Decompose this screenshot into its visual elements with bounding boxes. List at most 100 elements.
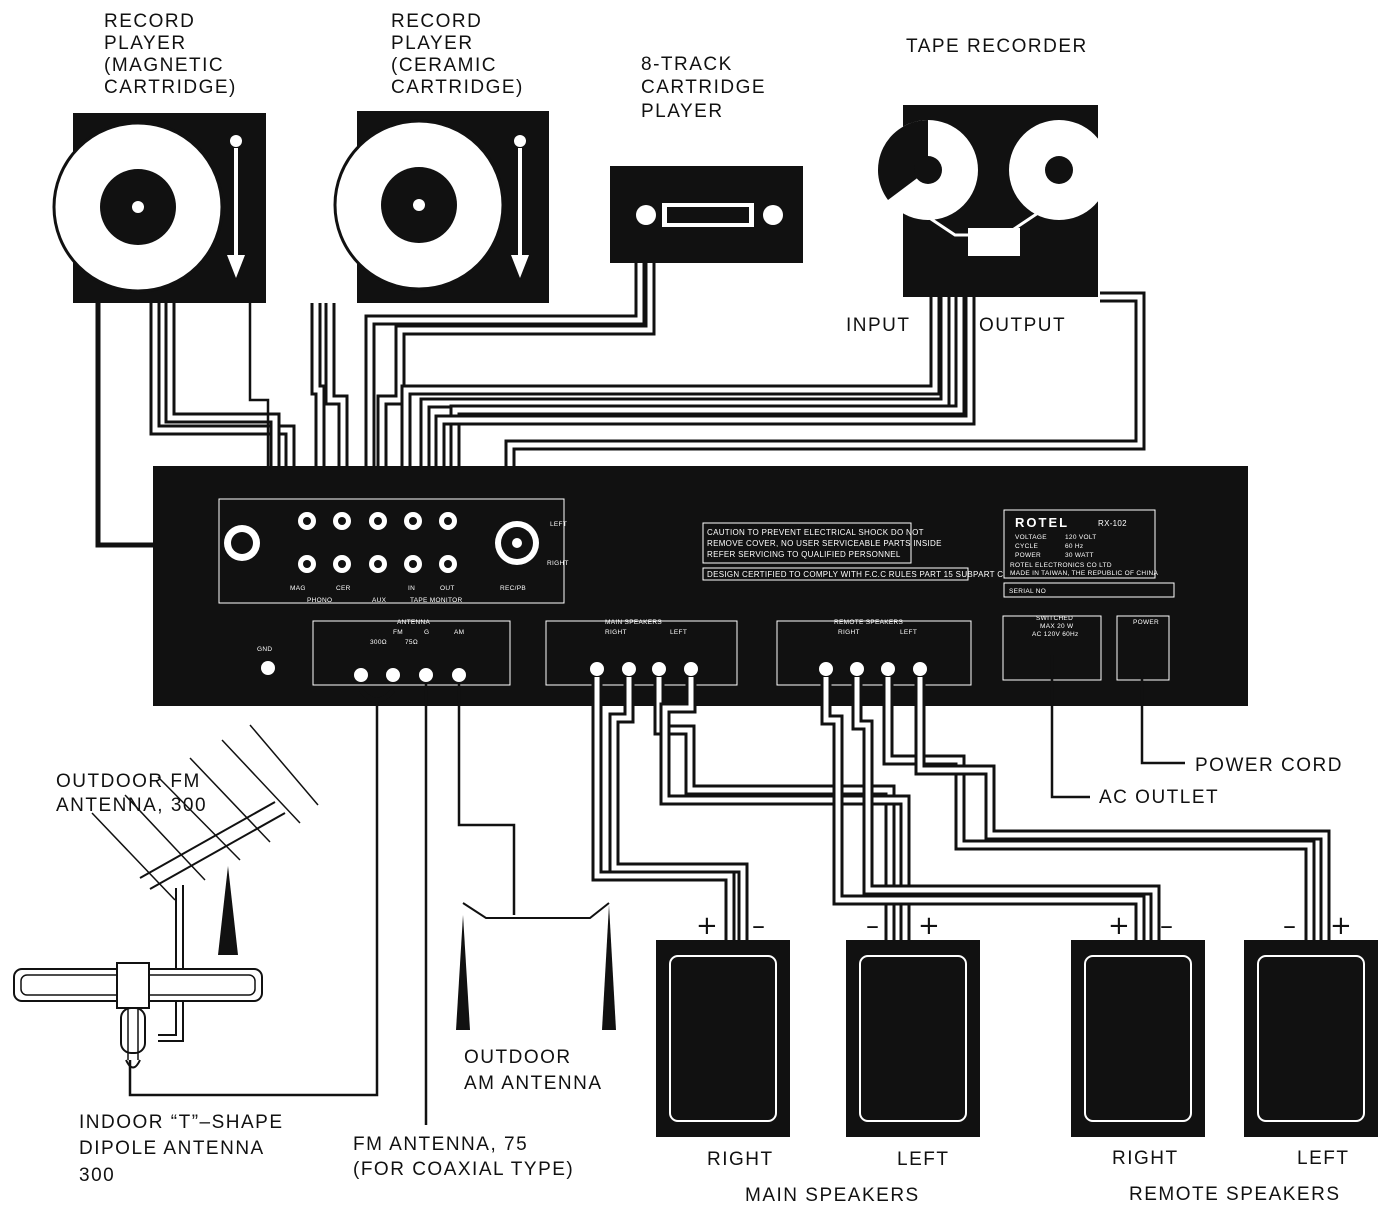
jack-label-left: LEFT (550, 521, 567, 528)
input-jacks (296, 510, 539, 575)
wire-am (457, 683, 516, 915)
jack-label-mag: MAG (290, 585, 306, 592)
jack-label-out: OUT (440, 585, 455, 592)
jack-label-phono: PHONO (307, 597, 332, 604)
tape-recorder (878, 105, 1109, 297)
svg-text:RX-102: RX-102 (1098, 519, 1127, 528)
svg-text:8-TRACK: 8-TRACK (641, 54, 733, 75)
jack-label-cer: CER (336, 585, 351, 592)
speaker-remote-right (1071, 940, 1205, 1137)
jack-label-tape-monitor: TAPE MONITOR (410, 597, 462, 604)
label-tape-recorder: TAPE RECORDER (906, 36, 1088, 57)
speaker-main-left (846, 940, 980, 1137)
label-speaker-main-right: RIGHT (707, 1149, 774, 1170)
label-record-player-magnetic: RECORD PLAYER (MAGNETIC CARTRIDGE) (104, 11, 237, 98)
svg-text:CARTRIDGE): CARTRIDGE) (104, 77, 237, 98)
label-outdoor-am: OUTDOOR AM ANTENNA (464, 1047, 603, 1094)
svg-text:PLAYER: PLAYER (391, 33, 474, 54)
label-main-speakers: MAIN SPEAKERS (745, 1185, 920, 1206)
polarity-plus: + (1108, 911, 1130, 941)
svg-text:75Ω: 75Ω (405, 639, 418, 646)
svg-text:OUTDOOR: OUTDOOR (464, 1047, 572, 1068)
svg-text:(FOR COAXIAL TYPE): (FOR COAXIAL TYPE) (353, 1159, 574, 1180)
spec-plate: ROTEL RX-102 VOLTAGE CYCLE POWER 120 VOL… (1003, 509, 1175, 598)
svg-text:LEFT: LEFT (900, 629, 917, 636)
label-tape-input: INPUT (846, 315, 911, 336)
jack-label-gnd: GND (257, 646, 272, 653)
svg-text:SERIAL NO: SERIAL NO (1009, 588, 1046, 595)
svg-text:POWER: POWER (1133, 619, 1159, 626)
svg-text:INDOOR “T”–SHAPE: INDOOR “T”–SHAPE (79, 1112, 284, 1133)
svg-text:AC 120V 60Hz: AC 120V 60Hz (1032, 631, 1079, 638)
label-record-player-ceramic: RECORD PLAYER (CERAMIC CARTRIDGE) (391, 11, 524, 98)
remote-speaker-terminals: REMOTE SPEAKERS RIGHT LEFT (776, 619, 972, 686)
wire-ac-outlet (1050, 655, 1090, 799)
svg-text:ROTEL ELECTRONICS CO LTD: ROTEL ELECTRONICS CO LTD (1010, 562, 1112, 569)
svg-text:VOLTAGE: VOLTAGE (1015, 534, 1047, 541)
wire-fm-300 (128, 688, 395, 1097)
svg-text:CARTRIDGE: CARTRIDGE (641, 77, 766, 98)
svg-text:DIPOLE ANTENNA: DIPOLE ANTENNA (79, 1138, 265, 1159)
label-power-cord: POWER CORD (1195, 755, 1343, 776)
speaker-main-right (656, 940, 790, 1137)
jack-label-aux: AUX (372, 597, 387, 604)
wire-power-cord (1140, 670, 1185, 765)
polarity-plus: + (696, 911, 718, 941)
jack-label-in: IN (408, 585, 415, 592)
svg-text:FM ANTENNA, 75: FM ANTENNA, 75 (353, 1134, 528, 1155)
jack-label-recpb: REC/PB (500, 585, 526, 592)
outdoor-am-antenna-icon (456, 902, 616, 1030)
label-ac-outlet: AC OUTLET (1099, 787, 1219, 808)
svg-text:MAIN SPEAKERS: MAIN SPEAKERS (605, 619, 662, 626)
label-indoor-t: INDOOR “T”–SHAPE DIPOLE ANTENNA 300 (79, 1112, 284, 1186)
svg-text:(MAGNETIC: (MAGNETIC (104, 55, 224, 76)
label-speaker-remote-left: LEFT (1297, 1148, 1349, 1169)
record-player-ceramic (333, 111, 549, 303)
polarity-minus: – (866, 911, 879, 941)
wires-main-speakers (591, 677, 911, 940)
caution-block: CAUTION TO PREVENT ELECTRICAL SHOCK DO N… (702, 522, 1003, 581)
svg-text:CARTRIDGE): CARTRIDGE) (391, 77, 524, 98)
label-speaker-main-left: LEFT (897, 1149, 949, 1170)
svg-text:120 VOLT: 120 VOLT (1065, 534, 1097, 541)
svg-text:FM: FM (393, 629, 403, 636)
svg-text:30 WATT: 30 WATT (1065, 552, 1094, 559)
speaker-remote-left (1244, 940, 1378, 1137)
jack-label-right: RIGHT (547, 560, 569, 567)
svg-text:SWITCHED: SWITCHED (1036, 615, 1073, 622)
label-tape-output: OUTPUT (979, 315, 1066, 336)
polarity-minus: – (1160, 911, 1173, 941)
antenna-terminals: ANTENNA FM G AM 300Ω 75Ω (312, 619, 511, 686)
svg-text:PLAYER: PLAYER (104, 33, 187, 54)
outdoor-fm-antenna-icon (91, 724, 319, 1042)
svg-text:DESIGN CERTIFIED TO COMPLY WIT: DESIGN CERTIFIED TO COMPLY WITH F.C.C RU… (707, 570, 1003, 579)
svg-text:REFER SERVICING TO QUALIFIED P: REFER SERVICING TO QUALIFIED PERSONNEL (707, 550, 901, 559)
svg-text:RIGHT: RIGHT (838, 629, 860, 636)
svg-text:CYCLE: CYCLE (1015, 543, 1039, 550)
svg-text:G: G (424, 629, 429, 636)
svg-text:AM ANTENNA: AM ANTENNA (464, 1073, 603, 1094)
svg-text:OUTDOOR FM: OUTDOOR FM (56, 771, 201, 792)
polarity-plus: + (918, 911, 940, 941)
receiver-rear-panel: MAG CER IN OUT REC/PB PHONO AUX TAPE MON… (153, 466, 1248, 706)
svg-text:PLAYER: PLAYER (641, 101, 724, 122)
svg-text:LEFT: LEFT (670, 629, 687, 636)
ground-terminal (261, 661, 275, 675)
eight-track-player (610, 166, 803, 263)
svg-text:CAUTION TO PREVENT ELECTRICAL: CAUTION TO PREVENT ELECTRICAL SHOCK DO N… (707, 528, 924, 537)
svg-text:ANTENNA: ANTENNA (397, 619, 431, 626)
svg-text:MADE IN TAIWAN, THE REPUBLIC O: MADE IN TAIWAN, THE REPUBLIC OF CHINA (1010, 570, 1158, 577)
svg-text:RECORD: RECORD (104, 11, 195, 32)
svg-text:MAX 20 W: MAX 20 W (1040, 623, 1074, 630)
polarity-minus: – (1283, 911, 1296, 941)
svg-text:RIGHT: RIGHT (605, 629, 627, 636)
label-fm-75: FM ANTENNA, 75 (FOR COAXIAL TYPE) (353, 1134, 574, 1180)
label-speaker-remote-right: RIGHT (1112, 1148, 1179, 1169)
polarity-minus: – (752, 911, 765, 941)
label-outdoor-fm: OUTDOOR FM ANTENNA, 300 (56, 771, 207, 816)
indoor-t-dipole-antenna-icon (13, 962, 263, 1069)
svg-text:60 Hz: 60 Hz (1065, 543, 1083, 550)
label-eight-track: 8-TRACK CARTRIDGE PLAYER (641, 54, 766, 122)
svg-text:ANTENNA, 300: ANTENNA, 300 (56, 795, 207, 816)
